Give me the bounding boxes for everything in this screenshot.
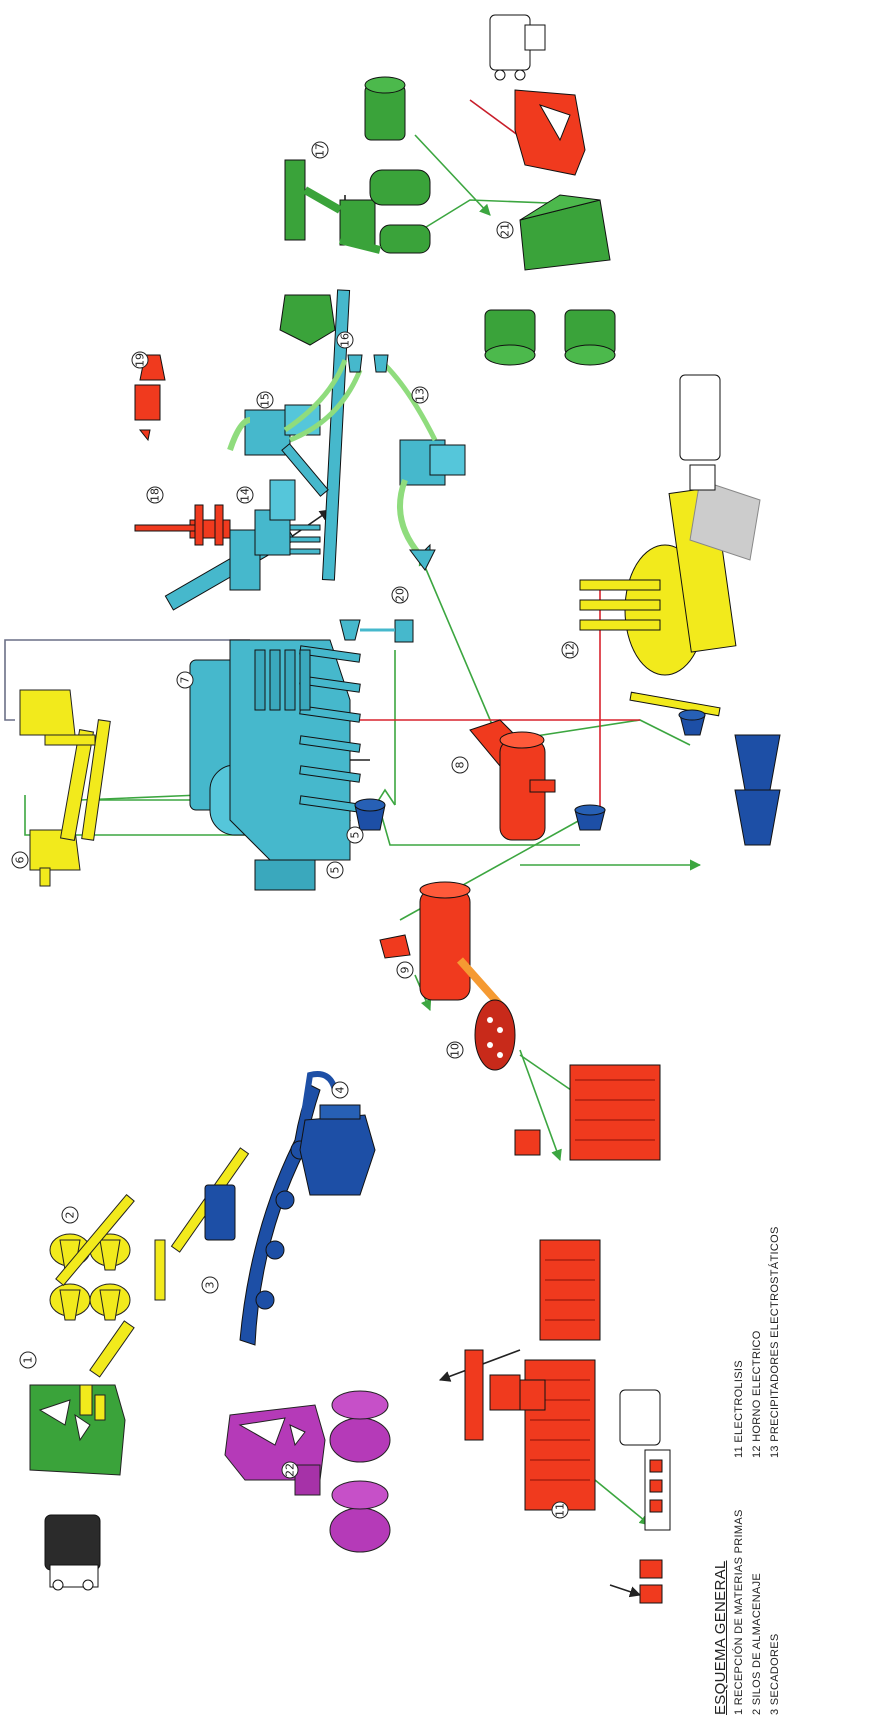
flow-green — [595, 1480, 650, 1525]
marker-11: 11 — [554, 1503, 567, 1517]
silo-22b — [330, 1481, 390, 1552]
marker-9: 9 — [399, 967, 412, 974]
unit-18 — [135, 505, 230, 545]
marker-22: 22 — [284, 1463, 297, 1477]
truck-white-top — [490, 15, 545, 80]
unit-10 — [475, 1000, 515, 1070]
hopper-blue — [355, 799, 385, 830]
marker-16: 16 — [339, 333, 352, 347]
marker-1: 1 — [22, 1357, 35, 1364]
marker-19: 19 — [134, 353, 147, 367]
cyan-nozzles — [348, 355, 388, 372]
marker-15: 15 — [259, 393, 272, 407]
hopper-blue-8 — [575, 805, 605, 830]
marker-21: 21 — [499, 223, 512, 237]
marker-12: 12 — [564, 643, 577, 657]
blue-cones — [735, 735, 780, 845]
flow-black — [610, 1585, 640, 1595]
hopper-blue-12 — [679, 710, 705, 735]
marker-14: 14 — [239, 488, 252, 502]
dryer-tank-blue — [205, 1185, 235, 1240]
marker-13: 13 — [414, 388, 427, 402]
truck-white-right — [680, 375, 720, 490]
furnace-8 — [470, 720, 555, 840]
marker-2: 2 — [64, 1212, 77, 1219]
storage-building-22 — [225, 1405, 325, 1495]
tank-21 — [520, 195, 610, 270]
red-hopper-small — [515, 1130, 540, 1155]
silo-22a — [330, 1391, 390, 1462]
electric-furnace-12 — [580, 480, 760, 716]
marker-20: 20 — [394, 588, 407, 602]
unit-16 — [280, 295, 335, 345]
red-ingots — [640, 1560, 662, 1603]
marker-6: 6 — [14, 857, 27, 864]
marker-8: 8 — [454, 762, 467, 769]
red-building — [515, 90, 585, 175]
furnace-9 — [380, 882, 500, 1005]
marker-17: 17 — [314, 143, 327, 157]
red-molds — [570, 1065, 660, 1160]
marker-5a: 5 — [329, 867, 342, 874]
marker-18: 18 — [149, 488, 162, 502]
marker-4: 4 — [334, 1087, 347, 1094]
silo-17-top — [365, 77, 405, 140]
truck-white-bottom — [620, 1390, 670, 1530]
flow-green — [380, 810, 580, 845]
marker-3: 3 — [204, 1282, 217, 1289]
truck-black — [45, 1515, 100, 1590]
marker-5b: 5 — [349, 832, 362, 839]
marker-10: 10 — [449, 1043, 462, 1057]
electrolysis-11 — [465, 1240, 600, 1510]
marker-7: 7 — [179, 677, 192, 684]
unit-20 — [340, 620, 413, 642]
unit-17 — [285, 160, 430, 253]
silos-21 — [485, 310, 615, 365]
mixer-6 — [20, 690, 110, 886]
reception-building-1 — [30, 1385, 125, 1475]
